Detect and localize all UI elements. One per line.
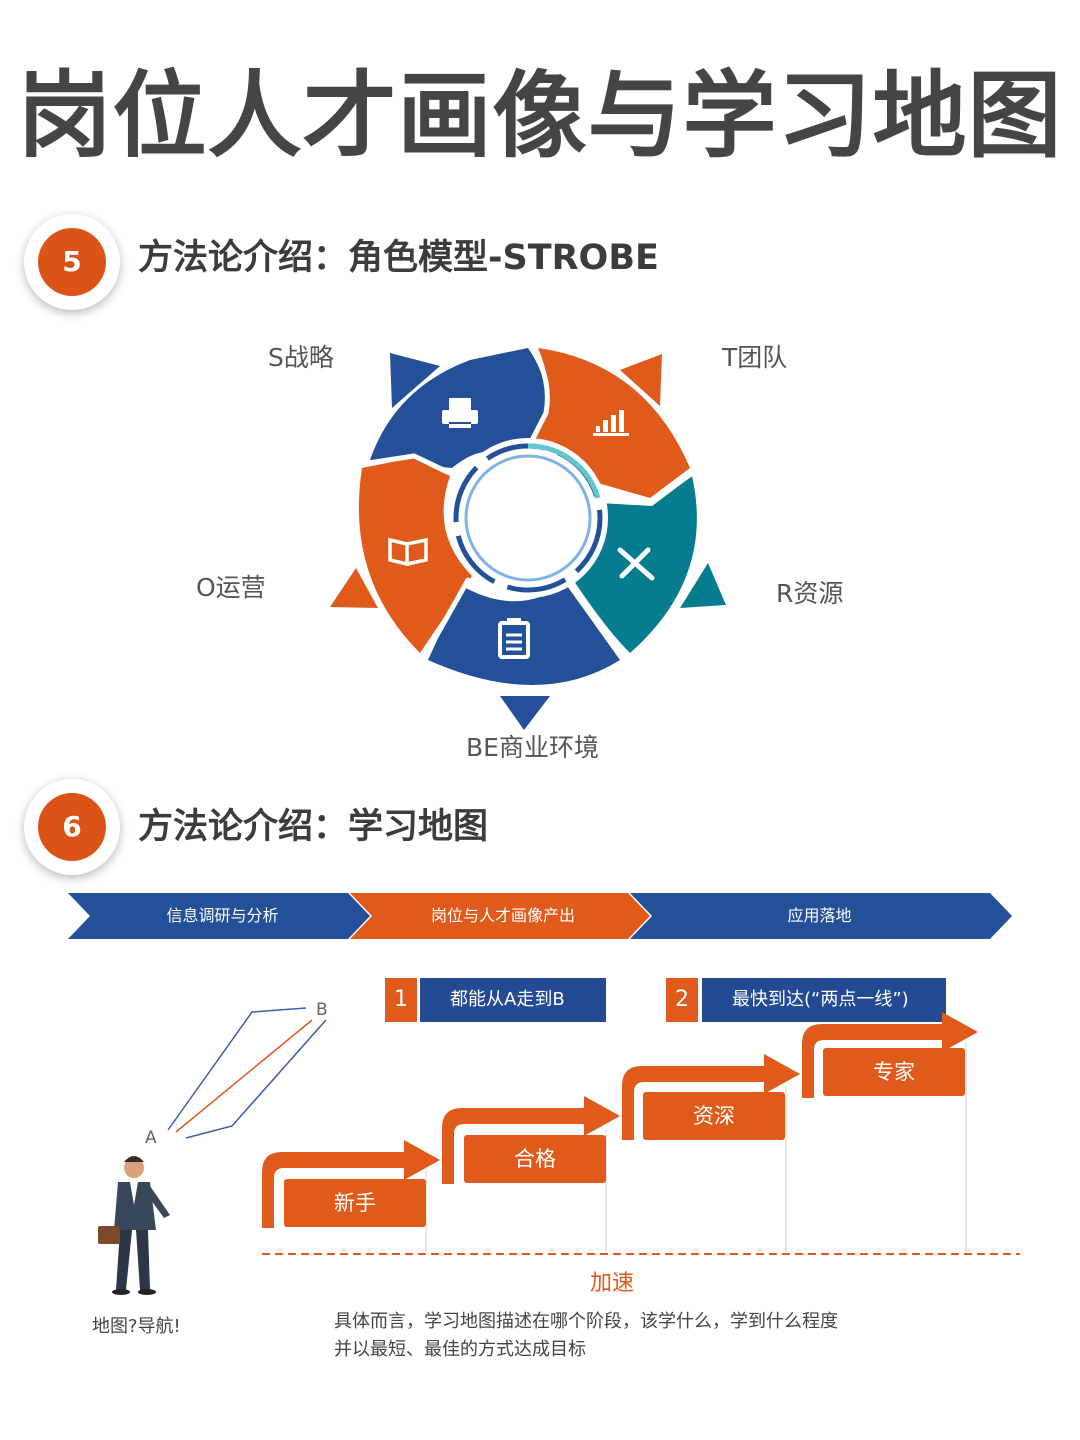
- inner-hole: [448, 438, 608, 598]
- accelerate-label: 加速: [590, 1271, 635, 1296]
- team-label: T团队: [722, 343, 788, 372]
- route-point-a: A: [145, 1128, 157, 1148]
- section-5-badge: 5: [24, 214, 120, 310]
- stage-senior: 资深: [643, 1092, 785, 1140]
- resource-label: R资源: [776, 579, 844, 608]
- phase-chevrons: [68, 893, 1012, 939]
- book-icon: [388, 537, 428, 567]
- learning-path-graphic: [98, 1007, 1020, 1295]
- route-path-lower: [185, 1019, 327, 1139]
- printer-icon: [442, 398, 478, 428]
- phase-chevron-2: [350, 893, 650, 939]
- section-5-number: 5: [38, 228, 106, 296]
- pencil-ruler-icon: [617, 547, 655, 581]
- route-point-b: B: [316, 1000, 328, 1020]
- phase-3-label: 应用落地: [787, 906, 852, 925]
- phase-chevron-3: [630, 893, 1012, 939]
- description-line-1: 具体而言，学习地图描述在哪个阶段，该学什么，学到什么程度: [334, 1311, 838, 1332]
- strobe-wheel: [330, 343, 726, 730]
- step-arrow-2: [442, 1096, 620, 1184]
- phase-chevron-1: [68, 893, 370, 939]
- bar-chart-icon: [593, 410, 629, 436]
- route-direct-line: [175, 1019, 313, 1133]
- step-arrow-4: [802, 1012, 978, 1098]
- section-6-number: 6: [38, 793, 106, 861]
- operation-pointer: [330, 568, 378, 608]
- point-1-number: 1: [385, 978, 417, 1022]
- route-path-upper: [167, 1007, 307, 1131]
- stage-expert: 专家: [823, 1048, 965, 1096]
- page-title: 岗位人才画像与学习地图: [17, 62, 1063, 171]
- section-5-title: 方法论介绍：角色模型-STROBE: [138, 238, 659, 278]
- team-segment: [528, 348, 690, 498]
- clipboard-icon: [498, 618, 530, 659]
- separator-3: [565, 577, 629, 659]
- route-diagram: [167, 1007, 327, 1139]
- description-line-2: 并以最短、最佳的方式达成目标: [334, 1339, 586, 1360]
- resource-pointer: [680, 563, 726, 608]
- inner-ring-accent: [527, 443, 601, 499]
- separator-4: [421, 577, 471, 661]
- operation-label: O运营: [196, 573, 266, 602]
- strategy-pointer: [390, 353, 440, 408]
- point-2-number: 2: [666, 978, 698, 1022]
- separator-2: [595, 469, 697, 505]
- step-arrow-1: [262, 1140, 440, 1228]
- strategy-label: S战略: [268, 343, 334, 372]
- business-segment: [428, 583, 620, 685]
- operation-segment: [358, 458, 472, 653]
- map-navigation-caption: 地图?导航!: [92, 1316, 181, 1337]
- section-6-badge: 6: [24, 779, 120, 875]
- business-pointer: [500, 696, 550, 730]
- team-pointer: [620, 354, 662, 406]
- phase-1-label: 信息调研与分析: [166, 906, 279, 925]
- stage-novice: 新手: [284, 1179, 426, 1227]
- stage-qualified: 合格: [464, 1135, 606, 1183]
- section-6-title: 方法论介绍：学习地图: [138, 807, 489, 847]
- point-2-text: 最快到达(“两点一线”): [702, 978, 946, 1022]
- separator-5: [359, 453, 455, 477]
- separator-1: [521, 343, 550, 459]
- inner-ring-inner: [464, 454, 592, 582]
- point-1-text: 都能从A走到B: [420, 978, 606, 1022]
- business-env-label: BE商业环境: [466, 733, 599, 762]
- businessman-figure: [98, 1156, 170, 1295]
- step-arrow-3: [622, 1054, 800, 1140]
- phase-2-label: 岗位与人才画像产出: [430, 906, 575, 925]
